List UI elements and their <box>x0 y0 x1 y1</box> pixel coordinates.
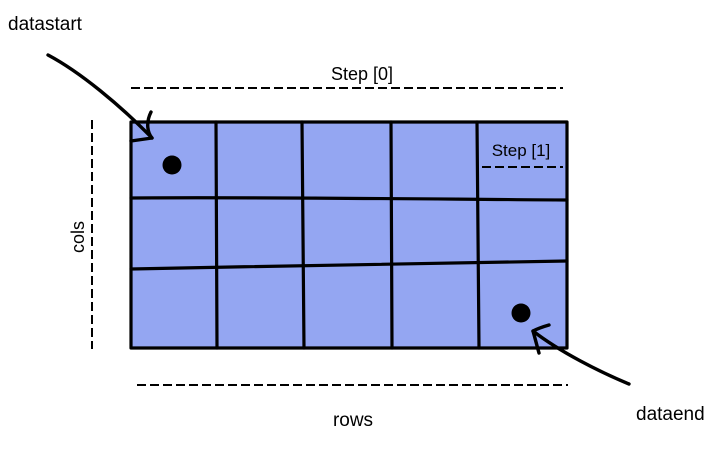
datastart-arrow <box>46 53 154 143</box>
grid-col-line-4 <box>475 120 481 350</box>
grid-col-line-2 <box>300 120 306 350</box>
step0-label: Step [0] <box>331 64 393 84</box>
dataend-label: dataend <box>636 404 705 425</box>
grid-lines <box>129 120 569 350</box>
grid-col-line-1 <box>214 120 219 350</box>
rows-label: rows <box>333 410 373 431</box>
data-end-dot <box>511 303 531 323</box>
datastart-label: datastart <box>8 14 83 35</box>
cols-label: cols <box>68 221 88 253</box>
grid-outline <box>129 120 569 350</box>
grid-fill <box>131 122 567 348</box>
step1-label: Step [1] <box>492 141 551 160</box>
grid-row-line-1 <box>129 196 569 202</box>
data-start-dot <box>162 155 182 175</box>
grid-col-line-3 <box>389 120 394 350</box>
dataend-arrow <box>531 323 631 386</box>
grid-row-line-2 <box>129 259 569 271</box>
